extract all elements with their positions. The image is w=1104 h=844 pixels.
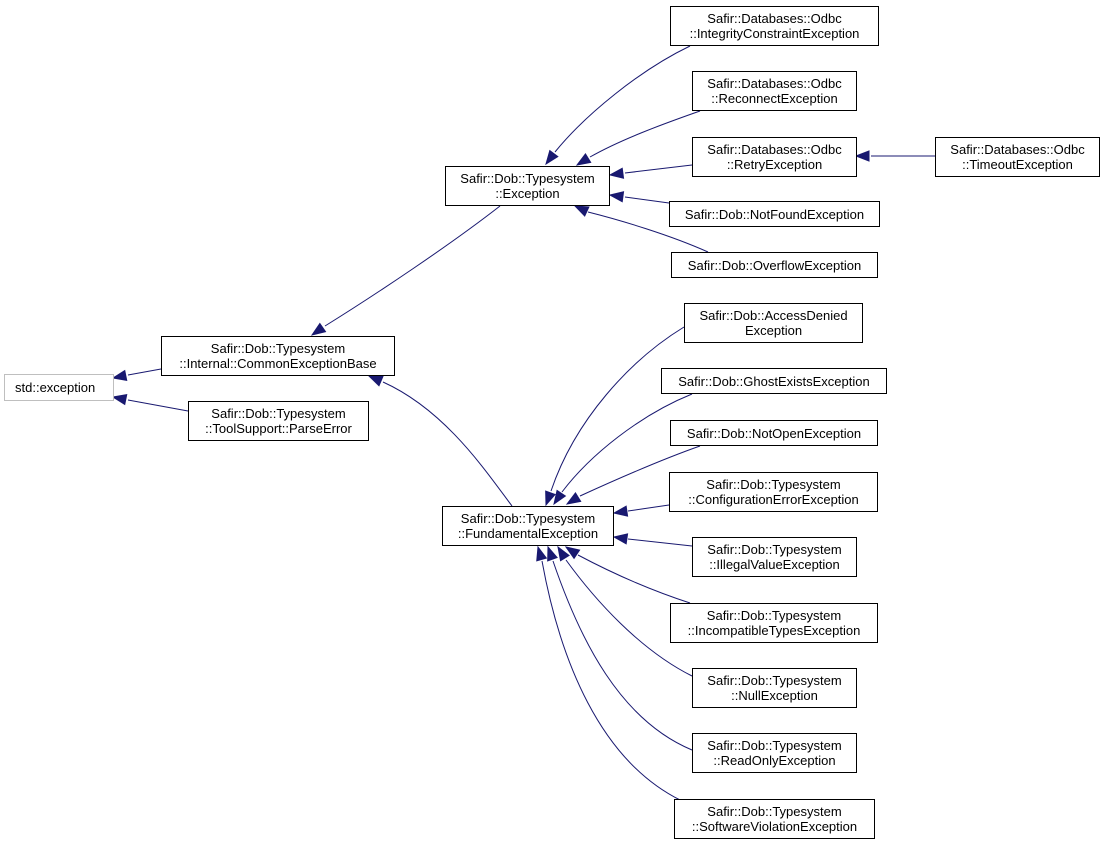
edge-illegal_value-to-fundamental_exception [627,538,693,547]
edge-software_violation-to-fundamental_exception [541,560,681,801]
node-label-line: Safir::Dob::Typesystem [706,608,842,623]
edge-retry-to-exception [624,164,693,174]
node-label-line: ::ToolSupport::ParseError [205,421,352,436]
node-label-line: ::RetryException [726,157,823,172]
node-label-line: ::ReconnectException [711,91,838,106]
edge-overflow-to-exception [587,211,709,253]
node-label-line: Safir::Databases::Odbc [950,142,1085,157]
node-label-line: Safir::Dob::Typesystem [707,542,842,557]
arrowhead-read_only-to-fundamental_exception [547,545,558,562]
node-label-line: Safir::Dob::OverflowException [687,257,862,273]
arrowhead-software_violation-to-fundamental_exception [536,545,548,562]
node-label-line: ::TimeoutException [962,157,1073,172]
node-reconnect-exception[interactable]: Safir::Databases::Odbc ::ReconnectExcept… [692,71,857,111]
node-integrity-constraint-exception[interactable]: Safir::Databases::Odbc ::IntegrityConstr… [670,6,879,46]
node-label-line: Safir::Dob::Typesystem [707,673,842,688]
edge-exception-to-common_exception_base [324,205,501,327]
arrowhead-reconnect-to-exception [575,153,592,166]
node-label-line: Safir::Databases::Odbc [707,76,842,91]
edge-access_denied-to-fundamental_exception [550,326,685,492]
node-configuration-error-exception[interactable]: Safir::Dob::Typesystem ::ConfigurationEr… [669,472,878,512]
edge-incompatible_types-to-fundamental_exception [577,554,691,604]
node-label-line: ::IncompatibleTypesException [687,623,861,638]
node-label-line: Safir::Dob::Typesystem [460,171,595,186]
node-access-denied-exception[interactable]: Safir::Dob::AccessDenied Exception [684,303,863,343]
node-label-line: Safir::Databases::Odbc [707,142,842,157]
node-not-open-exception[interactable]: Safir::Dob::NotOpenException [670,420,878,446]
node-label-line: ::FundamentalException [457,526,599,541]
node-common-exception-base[interactable]: Safir::Dob::Typesystem ::Internal::Commo… [161,336,395,376]
arrowhead-not_open-to-fundamental_exception [565,492,582,505]
node-label-line: Safir::Dob::Typesystem [210,341,346,356]
edge-read_only-to-fundamental_exception [552,560,693,751]
node-label-line: Safir::Databases::Odbc [707,11,842,26]
node-parse-error[interactable]: Safir::Dob::Typesystem ::ToolSupport::Pa… [188,401,369,441]
arrowhead-retry-to-exception [608,167,625,179]
edge-fundamental_exception-to-common_exception_base [382,381,513,507]
node-label-line: Safir::Dob::Typesystem [707,804,842,819]
node-label-line: ::Internal::CommonExceptionBase [179,356,377,371]
arrowhead-integrity_constraint-to-exception [545,149,559,166]
node-label-line: Safir::Dob::NotOpenException [686,425,862,441]
node-not-found-exception[interactable]: Safir::Dob::NotFoundException [669,201,880,227]
node-label-line: Safir::Dob::GhostExistsException [678,373,870,389]
node-label-line: ::IllegalValueException [709,557,840,572]
edge-ghost_exists-to-fundamental_exception [561,393,693,493]
edge-null_exception-to-fundamental_exception [565,559,693,677]
arrowhead-timeout-to-retry [854,150,870,162]
arrowhead-fundamental_exception-to-common_exception_base [367,375,384,387]
edge-integrity_constraint-to-exception [554,45,691,153]
node-read-only-exception[interactable]: Safir::Dob::Typesystem ::ReadOnlyExcepti… [692,733,857,773]
node-overflow-exception[interactable]: Safir::Dob::OverflowException [671,252,878,278]
arrowhead-exception-to-common_exception_base [310,322,327,336]
node-label-line: ::IntegrityConstraintException [689,26,860,41]
node-label-line: Safir::Dob::Typesystem [460,511,596,526]
node-std-exception[interactable]: std::exception [4,374,114,401]
edge-common_exception_base-to-std_exception [127,368,162,376]
node-label-line: ::Exception [495,186,560,201]
node-typesystem-exception[interactable]: Safir::Dob::Typesystem ::Exception [445,166,610,206]
node-label-line: Safir::Dob::AccessDenied [699,308,848,323]
arrowhead-parse_error-to-std_exception [111,394,128,406]
node-label-line: std::exception [15,380,96,395]
arrowhead-overflow-to-exception [573,205,590,217]
node-label-line: ::NullException [731,688,818,703]
edge-reconnect-to-exception [589,110,701,158]
node-label-line: ::ReadOnlyException [713,753,836,768]
node-ghost-exists-exception[interactable]: Safir::Dob::GhostExistsException [661,368,887,394]
node-illegal-value-exception[interactable]: Safir::Dob::Typesystem ::IllegalValueExc… [692,537,857,577]
node-fundamental-exception[interactable]: Safir::Dob::Typesystem ::FundamentalExce… [442,506,614,546]
arrowhead-null_exception-to-fundamental_exception [557,545,570,562]
node-retry-exception[interactable]: Safir::Databases::Odbc ::RetryException [692,137,857,177]
edge-not_open-to-fundamental_exception [579,445,701,497]
arrowhead-illegal_value-to-fundamental_exception [612,533,629,545]
arrowhead-common_exception_base-to-std_exception [111,369,128,381]
node-incompatible-types-exception[interactable]: Safir::Dob::Typesystem ::IncompatibleTyp… [670,603,878,643]
node-label-line: Safir::Dob::Typesystem [211,406,346,421]
node-label-line: Safir::Dob::Typesystem [706,477,841,492]
node-label-line: ::SoftwareViolationException [691,819,858,834]
node-label-line: ::ConfigurationErrorException [688,492,859,507]
node-null-exception[interactable]: Safir::Dob::Typesystem ::NullException [692,668,857,708]
arrowhead-incompatible_types-to-fundamental_exception [564,546,581,560]
arrowhead-access_denied-to-fundamental_exception [545,490,556,507]
node-label-line: Safir::Dob::Typesystem [707,738,842,753]
node-label-line: Exception [744,323,803,338]
arrowhead-configuration_error-to-fundamental_exception [612,505,629,517]
edge-not_found-to-exception [624,196,670,204]
arrowhead-not_found-to-exception [608,191,625,203]
node-timeout-exception[interactable]: Safir::Databases::Odbc ::TimeoutExceptio… [935,137,1100,177]
edge-parse_error-to-std_exception [127,399,189,412]
edge-configuration_error-to-fundamental_exception [627,504,670,512]
node-software-violation-exception[interactable]: Safir::Dob::Typesystem ::SoftwareViolati… [674,799,875,839]
node-label-line: Safir::Dob::NotFoundException [684,206,865,222]
arrowhead-ghost_exists-to-fundamental_exception [553,489,567,506]
